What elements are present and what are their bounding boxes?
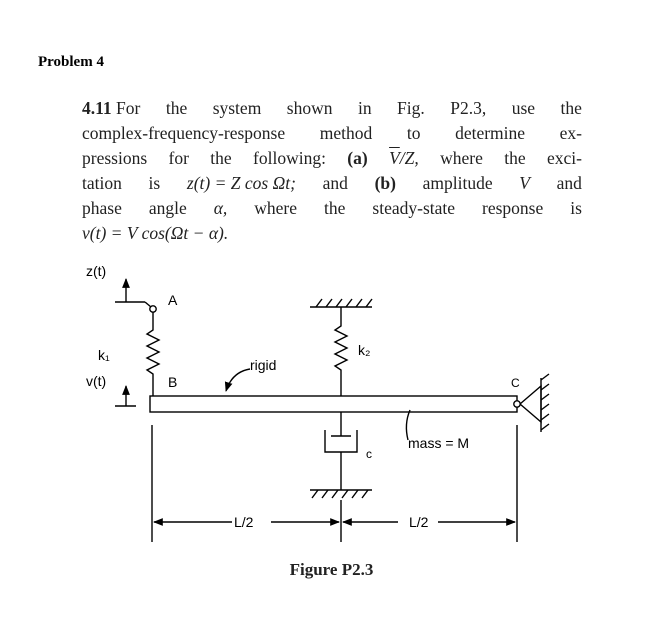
z-label: z(t)	[86, 263, 106, 279]
problem-number: 4.11	[82, 98, 112, 118]
hatch	[341, 489, 349, 499]
word: the	[210, 148, 232, 168]
problem-line-6: v(t) = V cos(Ωt − α).	[82, 221, 582, 246]
point-a-pin	[149, 305, 157, 313]
point-c-label: C	[511, 376, 520, 390]
input-link	[144, 301, 152, 308]
mass-pointer	[405, 409, 411, 441]
rigid-pointer	[224, 368, 251, 392]
problem-line-5: phase angle α, where the steady-state re…	[82, 196, 582, 221]
hatch	[345, 298, 353, 308]
part-b-label: (b)	[374, 173, 396, 193]
word: use	[511, 98, 536, 118]
word: the	[324, 198, 346, 218]
word: where	[440, 148, 483, 168]
hatch	[325, 298, 333, 308]
word: where	[254, 198, 298, 218]
hatch	[540, 393, 550, 401]
point-a-label: A	[168, 292, 178, 308]
word: exci-	[546, 148, 582, 168]
point-b-label: B	[168, 374, 177, 390]
word: shown	[286, 98, 333, 118]
word: determine	[455, 123, 526, 143]
v-label: v(t)	[86, 373, 106, 389]
word: ex-	[559, 123, 582, 143]
word: system	[212, 98, 262, 118]
word: amplitude	[422, 173, 493, 193]
word: following:	[253, 148, 326, 168]
hatch	[321, 489, 329, 499]
word: phase	[82, 198, 122, 218]
figure-caption: Figure P2.3	[289, 560, 374, 579]
excitation-expression: z(t) = Z cos Ωt;	[186, 173, 296, 193]
response-expression: v(t) = V cos(Ωt − α).	[82, 223, 229, 243]
word: response	[482, 198, 544, 218]
hatch	[351, 489, 359, 499]
hatch	[331, 489, 339, 499]
spring2-label: k₂	[358, 342, 370, 358]
word: the	[560, 98, 582, 118]
word: the	[504, 148, 526, 168]
word: complex-frequency-response	[82, 123, 286, 143]
word: in	[357, 98, 372, 118]
alpha-symbol: α,	[213, 198, 228, 218]
spring-k1	[145, 312, 161, 396]
rigid-bar	[149, 395, 518, 413]
hatch	[361, 489, 369, 499]
word: for	[168, 148, 189, 168]
problem-line-3: pressions for the following: (a) V/Z, wh…	[82, 146, 582, 171]
part-a-label: (a)	[347, 148, 368, 168]
word: tation	[82, 173, 122, 193]
hatch	[540, 413, 550, 421]
pivot-support	[519, 384, 542, 424]
word: to	[406, 123, 421, 143]
word: pressions	[82, 148, 148, 168]
dim-left-label: L/2	[234, 514, 254, 530]
ratio-numerator: V	[389, 148, 400, 168]
hatch	[540, 403, 550, 411]
problem-statement: 4.11 For the system shown in Fig. P2.3, …	[82, 96, 582, 246]
word: For	[116, 98, 141, 118]
pivot-c-pin	[513, 400, 521, 408]
problem-line-1: 4.11 For the system shown in Fig. P2.3, …	[82, 96, 582, 121]
hatch	[355, 298, 363, 308]
word: angle	[148, 198, 187, 218]
hatch	[311, 489, 319, 499]
hatch	[540, 373, 550, 381]
mass-label: mass = M	[408, 435, 469, 451]
word: and	[322, 173, 348, 193]
hatch	[315, 298, 323, 308]
word: method	[319, 123, 373, 143]
problem-label: Problem 4	[38, 54, 104, 70]
word: V	[519, 173, 530, 193]
word: is	[148, 173, 161, 193]
damper-label: c	[366, 447, 372, 461]
hatch	[540, 383, 550, 391]
word: and	[556, 173, 582, 193]
problem-line-2: complex-frequency-response method to det…	[82, 121, 582, 146]
hatch	[540, 423, 550, 431]
hatch	[365, 298, 373, 308]
word: P2.3,	[450, 98, 487, 118]
word: the	[165, 98, 188, 118]
rigid-label: rigid	[250, 357, 276, 373]
word: steady-state	[372, 198, 456, 218]
word: Fig.	[397, 98, 425, 118]
dim-right-label: L/2	[409, 514, 429, 530]
spring1-label: k₁	[98, 347, 110, 363]
spring-k2	[333, 307, 349, 396]
problem-line-4: tation is z(t) = Z cos Ωt; and (b) ampli…	[82, 171, 582, 196]
word: is	[570, 198, 582, 218]
ratio-expression: V/Z,	[389, 148, 419, 168]
hatch	[335, 298, 343, 308]
